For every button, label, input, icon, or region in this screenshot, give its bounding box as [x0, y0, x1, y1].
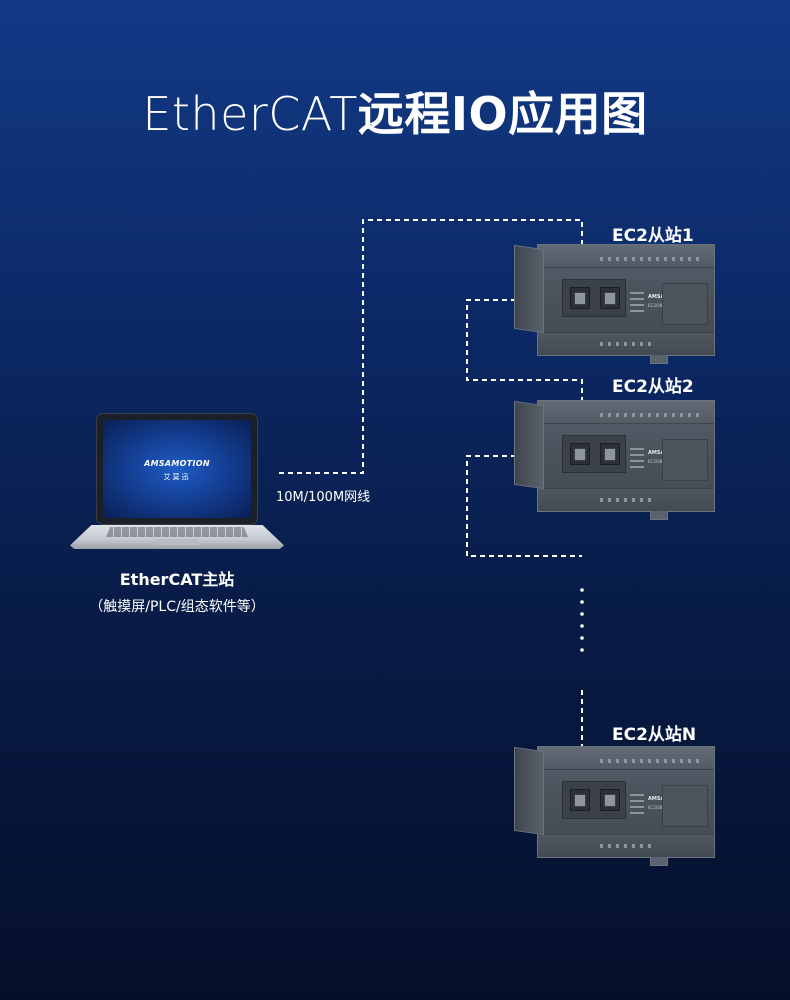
slave-1-cover: [514, 244, 544, 334]
continuation-dots: [580, 588, 584, 652]
cable-slave1-to-slave2: [466, 299, 583, 456]
slave-n-port-out: [600, 789, 620, 811]
slave-1-module: AMSAMOTION EC2/08M-X: [514, 244, 715, 364]
slave-1-model: EC2/08M-X: [648, 303, 670, 308]
slave-2-model: EC2/08M-X: [648, 459, 670, 464]
screen-logo: AMSAMOTION: [144, 459, 210, 468]
slave-n-port-in: [570, 789, 590, 811]
title-cn: 远程IO应用图: [357, 87, 648, 141]
laptop-trackpad: [156, 539, 198, 545]
cable-master-to-slave1: [279, 219, 583, 474]
network-label: 10M/100M网线: [276, 490, 371, 505]
slave-n-model: EC2/08M-X: [648, 805, 670, 810]
title-ethercat: EtherCAT: [142, 87, 358, 141]
slave-2-cover: [514, 400, 544, 490]
laptop-screen: AMSAMOTION 艾莫迅: [103, 420, 251, 518]
slave-2-module: AMSAMOTION EC2/08M-X: [514, 400, 715, 520]
master-label: EtherCAT主站: [119, 570, 235, 589]
slave-1-label: EC2从站1: [612, 226, 694, 246]
slave-2-leds: [630, 448, 644, 468]
slave-1-port-in: [570, 287, 590, 309]
slave-2-port-in: [570, 443, 590, 465]
slave-n-label: EC2从站N: [612, 725, 697, 745]
cable-slave2-to-slaveN: [466, 455, 582, 557]
page-title: EtherCAT远程IO应用图: [0, 78, 790, 144]
screen-logo-cn: 艾莫迅: [163, 473, 191, 481]
slave-n-module: AMSAMOTION EC2/08M-X: [514, 746, 715, 866]
slave-2-port-out: [600, 443, 620, 465]
slave-n-leds: [630, 794, 644, 814]
master-laptop: AMSAMOTION 艾莫迅: [70, 413, 284, 553]
slave-n-cover: [514, 746, 544, 836]
laptop-keyboard: [106, 527, 248, 537]
slave-1-port-out: [600, 287, 620, 309]
slave-2-label: EC2从站2: [612, 377, 694, 397]
laptop-screen-bezel: AMSAMOTION 艾莫迅: [96, 413, 258, 525]
master-sublabel: （触摸屏/PLC/组态软件等）: [89, 599, 265, 615]
slave-1-leds: [630, 292, 644, 312]
